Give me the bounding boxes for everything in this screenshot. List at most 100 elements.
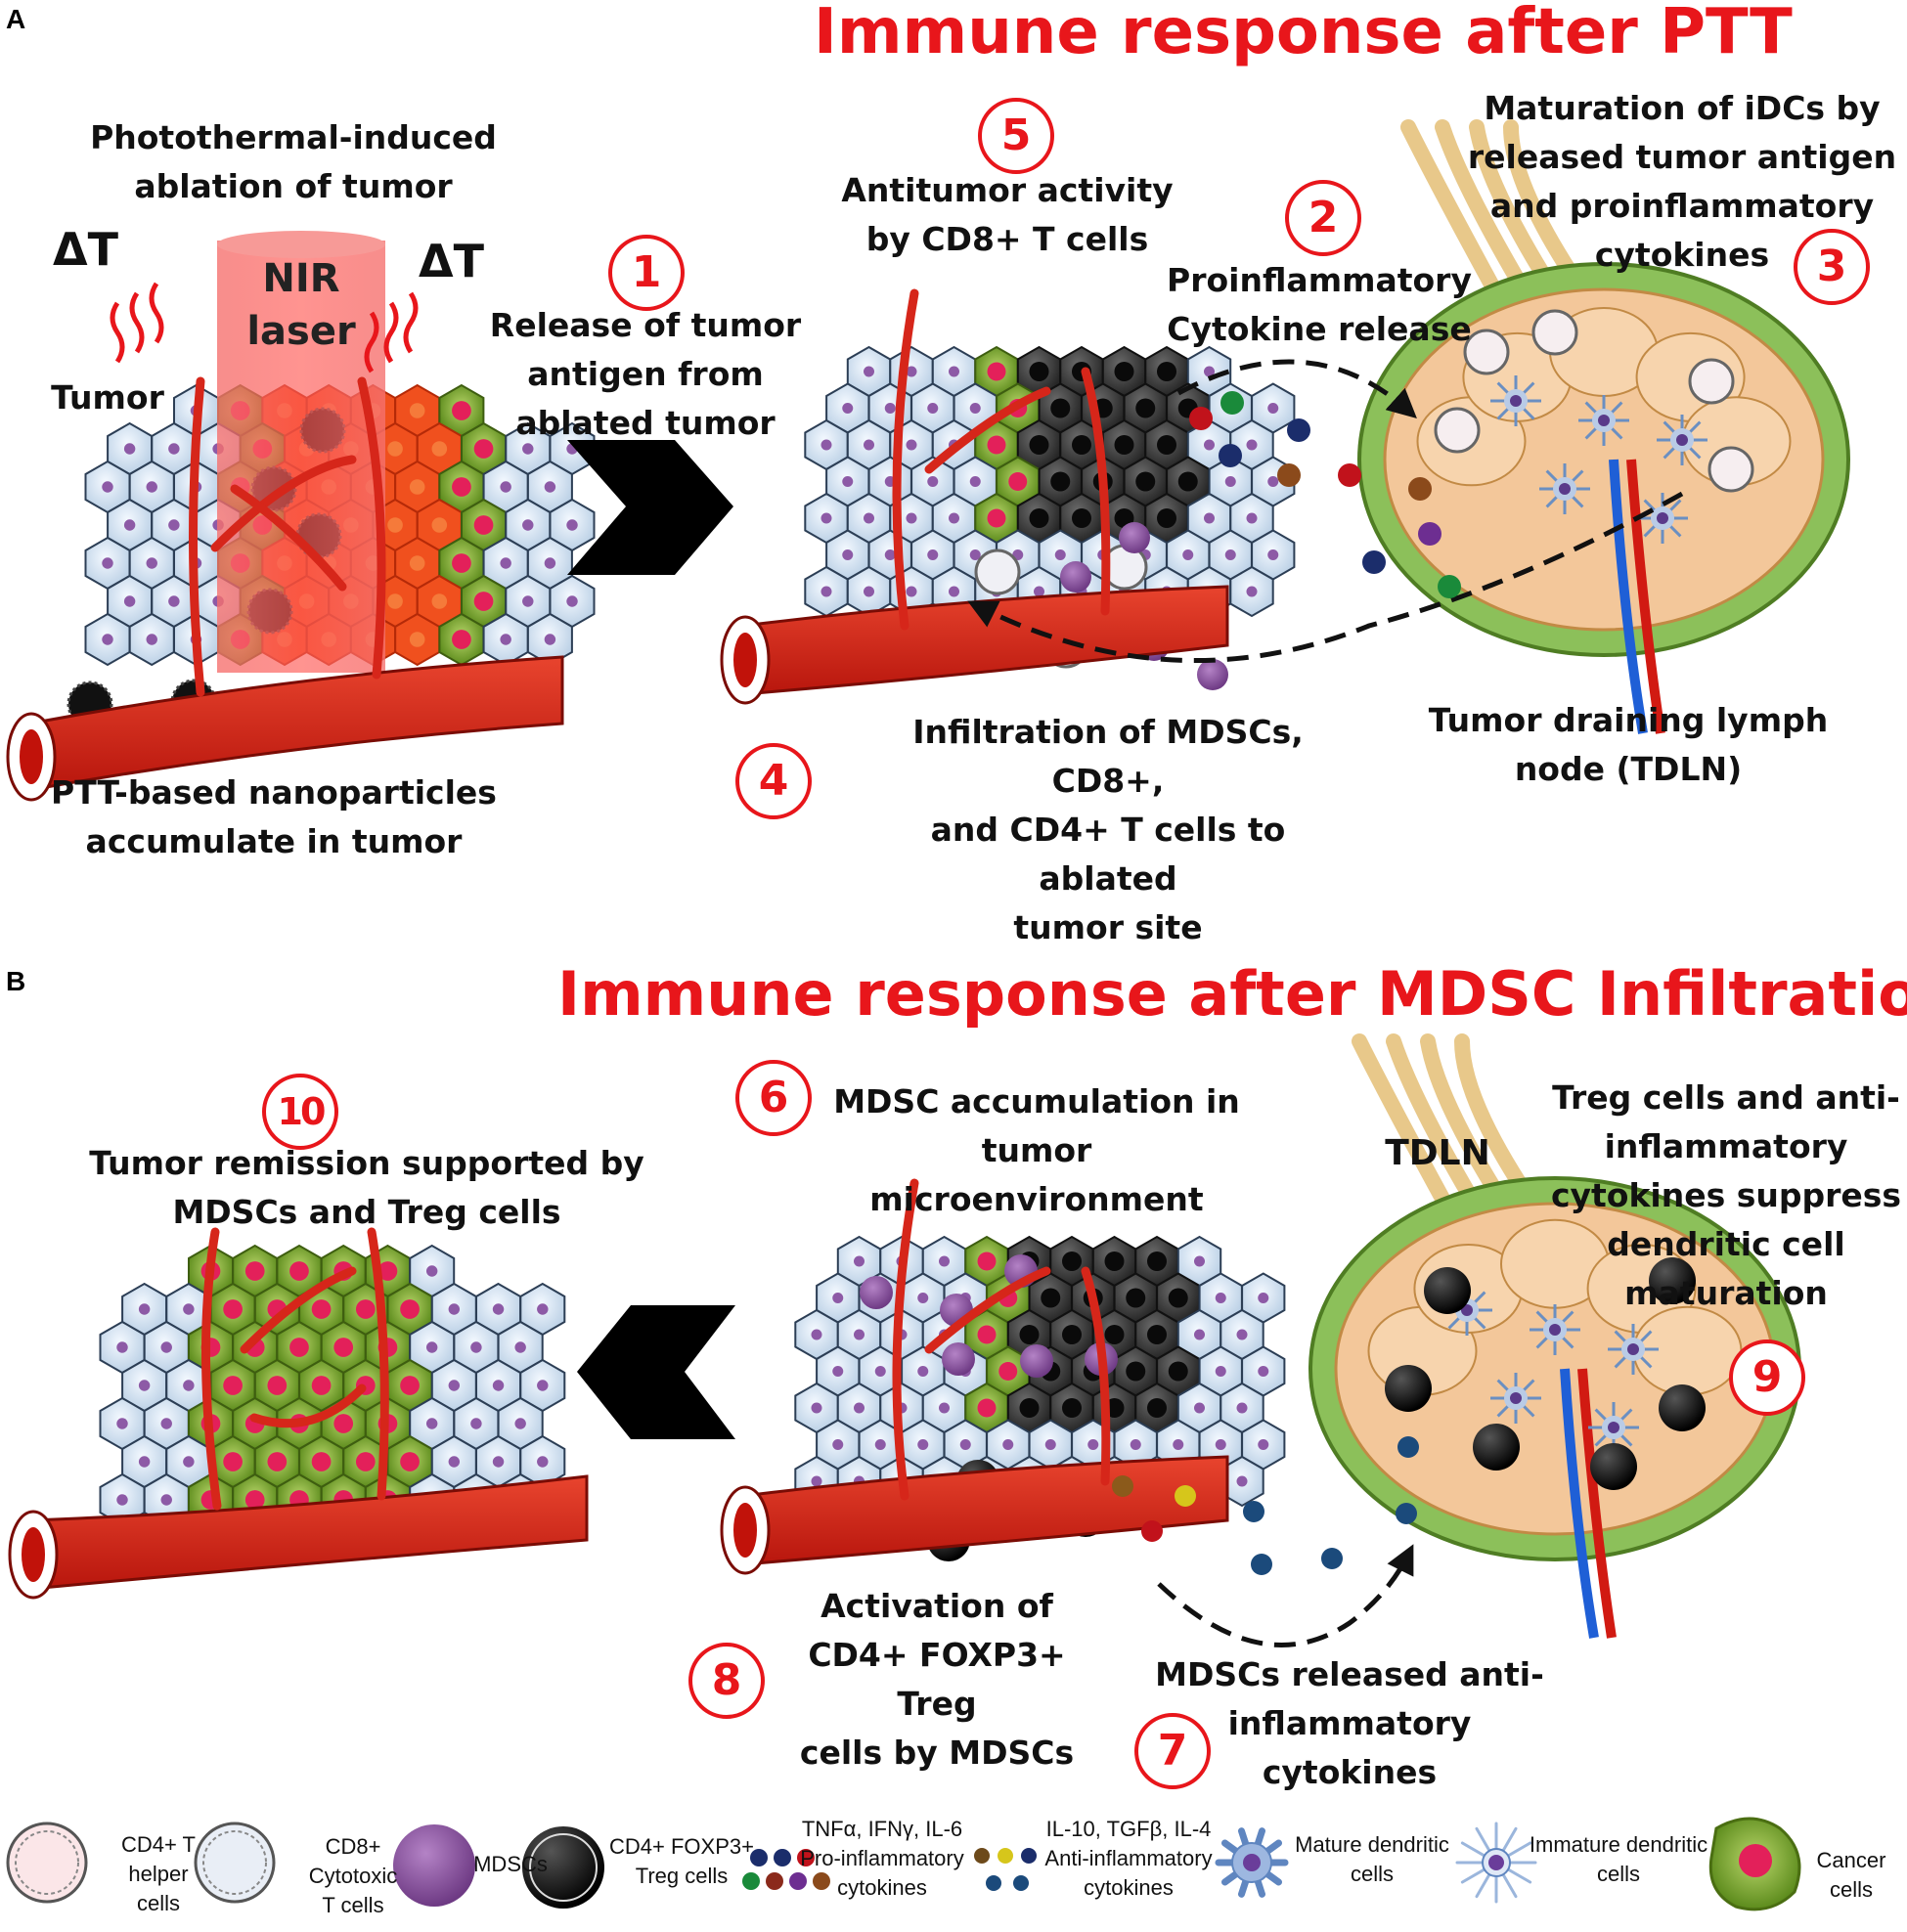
mdsc-cell bbox=[942, 1342, 975, 1376]
nanoparticle-label: PTT-based nanoparticles accumulate in tu… bbox=[51, 773, 497, 860]
step-2-marker: 2 bbox=[1285, 180, 1361, 256]
lymph-follicle bbox=[1632, 1305, 1743, 1396]
legend-cd8-cytotoxic-icon bbox=[194, 1822, 276, 1904]
mdsc-cell bbox=[1060, 561, 1091, 593]
delta-t-right: ΔT bbox=[419, 235, 484, 287]
blood-vessel bbox=[27, 655, 564, 792]
legend-mdsc-icon bbox=[393, 1824, 475, 1907]
lymph-vessel bbox=[1469, 119, 1563, 301]
step-6-marker: 6 bbox=[735, 1060, 812, 1136]
nir-laser-beam bbox=[217, 241, 385, 673]
legend-treg-label: CD4+ FOXP3+ Treg cells bbox=[609, 1834, 754, 1888]
legend-cd8-cytotoxic-label: CD8+ Cytotoxic T cells bbox=[308, 1834, 398, 1917]
panel-a-title: Immune response after PTT bbox=[814, 0, 1793, 68]
cd8-t-cell bbox=[974, 549, 1021, 595]
dashed-arrow-to-tumor bbox=[967, 491, 1684, 664]
delta-t-left: ΔT bbox=[53, 223, 118, 276]
vessel-branch bbox=[230, 484, 347, 592]
treg-cell bbox=[1590, 1443, 1637, 1490]
cytokine-bead bbox=[1141, 1520, 1163, 1542]
treg-cell bbox=[1385, 1365, 1432, 1412]
legend-immature-dc-label: Immature dendritic cells bbox=[1529, 1832, 1708, 1886]
step-3-marker: 3 bbox=[1794, 229, 1870, 305]
dashed-arrow-to-node bbox=[1176, 359, 1417, 419]
artery bbox=[1626, 459, 1665, 734]
legend-cancer-cells-label: Cancer cells bbox=[1816, 1848, 1886, 1902]
legend-pro-cytokines-label: TNFα, IFNγ, IL-6 Pro-inflammatory cytoki… bbox=[800, 1817, 964, 1900]
panel-b-title: Immune response after MDSC Infiltration bbox=[557, 958, 1907, 1030]
step-4-text: Infiltration of MDSCs, CD8+, and CD4+ T … bbox=[912, 713, 1304, 946]
heat-wave bbox=[149, 282, 164, 344]
heat-wave bbox=[364, 311, 379, 373]
cytokine-bead bbox=[1338, 463, 1361, 487]
chevron-left-arrow bbox=[577, 1305, 735, 1439]
cytokine-bead bbox=[1219, 444, 1242, 467]
legend-mature-dc-label: Mature dendritic cells bbox=[1295, 1832, 1449, 1886]
vessel-branch bbox=[892, 1178, 919, 1501]
vessel-branch bbox=[200, 1227, 222, 1511]
legend-mature-dc-icon bbox=[1215, 1827, 1289, 1898]
lymph-node-a bbox=[1357, 119, 1850, 734]
cytokine-bead bbox=[1408, 477, 1432, 501]
heat-wave bbox=[403, 291, 419, 354]
cytokine-bead bbox=[1287, 418, 1310, 442]
step-6-text: MDSC accumulation in tumor microenvironm… bbox=[833, 1082, 1240, 1218]
vessel-branch bbox=[357, 376, 386, 680]
vessel-branch bbox=[1081, 367, 1111, 616]
tumor-remission-illustration bbox=[8, 1227, 589, 1600]
step-4-marker: 4 bbox=[735, 743, 812, 819]
t-cell bbox=[1434, 407, 1481, 454]
treg-cell bbox=[1649, 1257, 1696, 1304]
treg-cell bbox=[1659, 1384, 1706, 1431]
step-1-text: Release of tumor antigen from ablated tu… bbox=[489, 306, 802, 442]
mdsc-cell bbox=[1119, 522, 1150, 553]
nir-laser-label: NIR laser bbox=[246, 256, 356, 354]
step-10-marker: 10 bbox=[262, 1074, 338, 1150]
legend-immature-dc-icon bbox=[1455, 1822, 1537, 1904]
lymph-node-b bbox=[1308, 1033, 1801, 1639]
tdln-label-a: Tumor draining lymph node (TDLN) bbox=[1428, 701, 1829, 788]
mdsc-cell bbox=[1197, 659, 1228, 690]
cytokine-bead bbox=[1189, 407, 1213, 430]
tumor-ablation-illustration bbox=[6, 231, 596, 802]
step-3-text: Maturation of iDCs by released tumor ant… bbox=[1467, 89, 1897, 274]
dashed-arrow-anti-cytokines bbox=[1157, 1544, 1414, 1647]
cytokine-bead bbox=[1418, 522, 1441, 546]
vessel-branch bbox=[367, 1227, 389, 1501]
cytokine-bead bbox=[1397, 1436, 1419, 1458]
step-2-text: Proinflammatory Cytokine release bbox=[1167, 261, 1472, 348]
step-9-text: Treg cells and anti- inflammatory cytoki… bbox=[1550, 1078, 1902, 1312]
treg-cell bbox=[1473, 1424, 1520, 1471]
laser-top bbox=[217, 231, 385, 258]
legend bbox=[6, 1817, 1801, 1911]
heat-wave bbox=[110, 301, 125, 364]
anti-inflammatory-cytokines bbox=[1112, 1436, 1419, 1575]
legend-treg-icon bbox=[522, 1826, 604, 1909]
lymph-vessel bbox=[1352, 1033, 1455, 1215]
cytokine-bead bbox=[1220, 391, 1244, 415]
legend-cd4-helper-label: CD4+ T helper cells bbox=[120, 1832, 196, 1915]
step-5-text: Antitumor activity by CD8+ T cells bbox=[841, 171, 1174, 258]
t-cell bbox=[1707, 446, 1754, 493]
vessel-branch bbox=[249, 1383, 367, 1428]
step-8-marker: 8 bbox=[688, 1643, 765, 1719]
panel-a bbox=[6, 119, 1850, 802]
vessel-branch bbox=[924, 386, 1051, 474]
step-5-marker: 5 bbox=[978, 98, 1054, 174]
legend-cancer-cell-icon bbox=[1708, 1817, 1801, 1911]
step-7-text: MDSCs released anti- inflammatory cytoki… bbox=[1155, 1655, 1544, 1791]
t-cell bbox=[1531, 309, 1578, 356]
vessel-branch bbox=[189, 376, 205, 697]
panel-b bbox=[8, 1033, 1801, 1647]
t-cell bbox=[1463, 329, 1510, 375]
cytokine-bead bbox=[1277, 463, 1301, 487]
step-9-marker: 9 bbox=[1729, 1339, 1805, 1416]
tdln-label-b: TDLN bbox=[1385, 1133, 1490, 1173]
tumor-label: Tumor bbox=[51, 378, 164, 417]
vessel-branch bbox=[240, 1266, 357, 1354]
blood-vessel bbox=[29, 1474, 589, 1591]
vessel-branch bbox=[1081, 1266, 1111, 1486]
vein bbox=[1560, 1368, 1599, 1639]
vessel-branch bbox=[210, 455, 357, 552]
